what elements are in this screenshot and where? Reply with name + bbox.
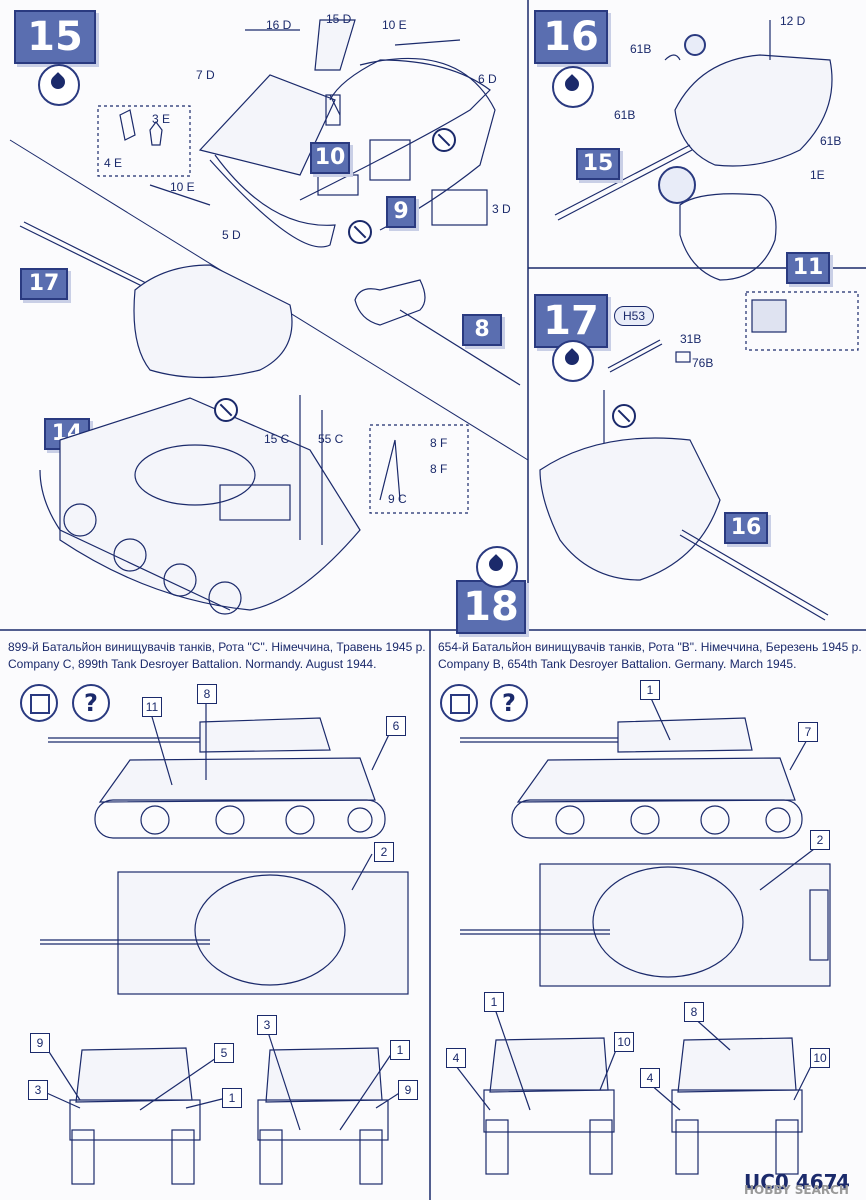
part-55C-label: 55 C	[318, 432, 344, 446]
no-glue-icon	[612, 404, 636, 428]
callout-6: 6	[386, 716, 406, 736]
part-61B-label: 61B	[820, 134, 842, 148]
part-61B-label: 61B	[614, 108, 636, 122]
callout-10: 10	[810, 1048, 830, 1068]
part-61B-label: 61B	[630, 42, 652, 56]
question-icon: ?	[72, 684, 110, 722]
callout-5: 5	[214, 1043, 234, 1063]
scheme-left-title-ua: 899-й Батальйон винищувачів танків, Рота…	[8, 640, 426, 654]
part-6D-label: 6 D	[478, 72, 497, 86]
part-5D-label: 5 D	[222, 228, 241, 242]
part-15C-label: 15 C	[264, 432, 290, 446]
no-glue-icon	[214, 398, 238, 422]
callout-2: 2	[374, 842, 394, 862]
part-12D-label: 12 D	[780, 14, 806, 28]
part-3E-label: 3 E	[152, 112, 171, 126]
step-11-ref-badge: 11	[786, 252, 830, 284]
glue-drop-icon	[476, 546, 518, 588]
glue-drop-icon	[38, 64, 80, 106]
part-8F-label: 8 F	[430, 436, 448, 450]
part-16D-label: 16 D	[266, 18, 292, 32]
part-1E-label: 1E	[810, 168, 825, 182]
part-7D-label: 7 D	[196, 68, 215, 82]
callout-4: 4	[446, 1048, 466, 1068]
step-17-badge: 17	[534, 294, 608, 348]
callout-9: 9	[30, 1033, 50, 1053]
scheme-right-title-ua: 654-й Батальйон винищувачів танків, Рота…	[438, 640, 862, 654]
page-number: 4	[836, 1170, 850, 1194]
part-76B-label: 76B	[692, 356, 714, 370]
callout-4: 4	[640, 1068, 660, 1088]
callout-9: 9	[398, 1080, 418, 1100]
callout-8: 8	[197, 684, 217, 704]
glue-drop-icon	[552, 340, 594, 382]
part-8F-label: 8 F	[430, 462, 448, 476]
scheme-left-title-en: Company C, 899th Tank Desroyer Battalion…	[8, 657, 377, 671]
callout-1: 1	[640, 680, 660, 700]
sprue-icon	[658, 166, 696, 204]
decal-star-icon	[20, 684, 58, 722]
question-icon: ?	[490, 684, 528, 722]
step-18-badge: 18	[456, 580, 526, 634]
no-glue-icon	[348, 220, 372, 244]
step-9-badge: 9	[386, 196, 416, 228]
part-3D-label: 3 D	[492, 202, 511, 216]
part-H53-label: H53	[614, 306, 655, 326]
sprue-icon	[684, 34, 706, 56]
callout-10: 10	[614, 1032, 634, 1052]
step-15-ref-badge: 15	[576, 148, 620, 180]
callout-1: 1	[390, 1040, 410, 1060]
step-8-badge: 8	[462, 314, 502, 346]
product-code: UC0 467	[744, 1170, 838, 1194]
step-16-badge: 16	[534, 10, 608, 64]
part-9C-label: 9 C	[388, 492, 407, 506]
decal-star-icon	[440, 684, 478, 722]
callout-8: 8	[684, 1002, 704, 1022]
glue-drop-icon	[552, 66, 594, 108]
callout-1: 1	[484, 992, 504, 1012]
scheme-right-title-en: Company B, 654th Tank Desroyer Battalion…	[438, 657, 797, 671]
callout-2: 2	[810, 830, 830, 850]
part-31B-label: 31B	[680, 332, 702, 346]
callout-3: 3	[28, 1080, 48, 1100]
callout-3: 3	[257, 1015, 277, 1035]
watermark: HOBBY SEARCH	[744, 1183, 849, 1197]
step-17-ref-badge: 17	[20, 268, 68, 300]
callout-7: 7	[798, 722, 818, 742]
part-10E-bottom-label: 10 E	[170, 180, 195, 194]
part-4E-label: 4 E	[104, 156, 123, 170]
step-10-badge: 10	[310, 142, 350, 174]
no-glue-icon	[432, 128, 456, 152]
part-15D-label: 15 D	[326, 12, 352, 26]
callout-11: 11	[142, 697, 162, 717]
step-16-ref-badge: 16	[724, 512, 768, 544]
callout-1: 1	[222, 1088, 242, 1108]
step-15-badge: 15	[14, 10, 96, 64]
part-10E-top-label: 10 E	[382, 18, 407, 32]
